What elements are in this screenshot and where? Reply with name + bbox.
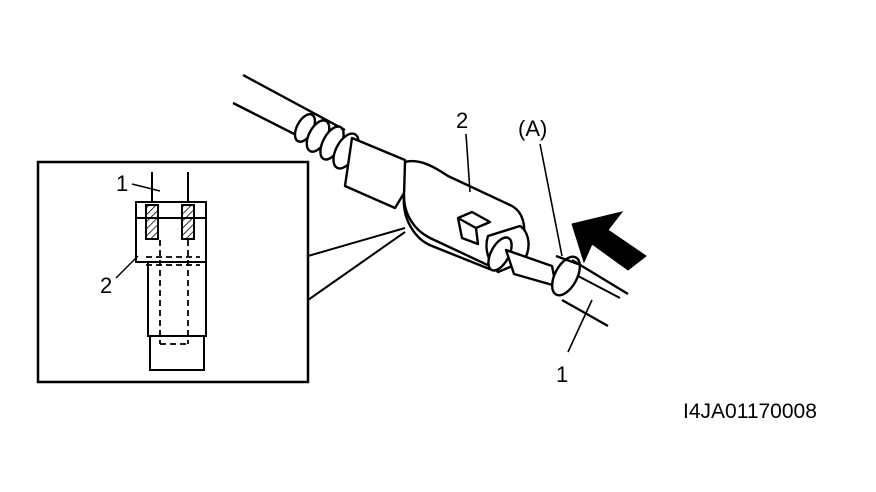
pipe-line-bottom <box>561 298 609 328</box>
inset-label-pipe: 1 <box>116 171 128 196</box>
inset-retainer-left <box>145 204 159 240</box>
inset-label-connector: 2 <box>100 273 112 298</box>
inset-detail <box>36 160 310 384</box>
figure-code: I4JA01170008 <box>683 400 817 423</box>
inset-frame <box>36 160 310 384</box>
main-label-connector: 2 <box>456 108 468 133</box>
connector-window <box>456 210 492 230</box>
inset-connector-lower <box>147 261 207 337</box>
main-assembly <box>232 73 629 328</box>
main-label-pipe: 1 <box>556 362 568 387</box>
pipe-line-top <box>571 258 629 296</box>
main-label-point-a: (A) <box>518 116 547 141</box>
inset-retainer-right <box>181 204 195 240</box>
pipe-section <box>504 248 558 288</box>
push-direction-arrow-icon <box>571 211 647 271</box>
boot-body <box>343 136 414 210</box>
retainer-ring <box>550 255 582 297</box>
hose-line-top <box>242 73 346 132</box>
callout-lines <box>307 227 406 301</box>
main-leaders <box>465 133 593 353</box>
inset-pipe-end <box>149 335 205 371</box>
